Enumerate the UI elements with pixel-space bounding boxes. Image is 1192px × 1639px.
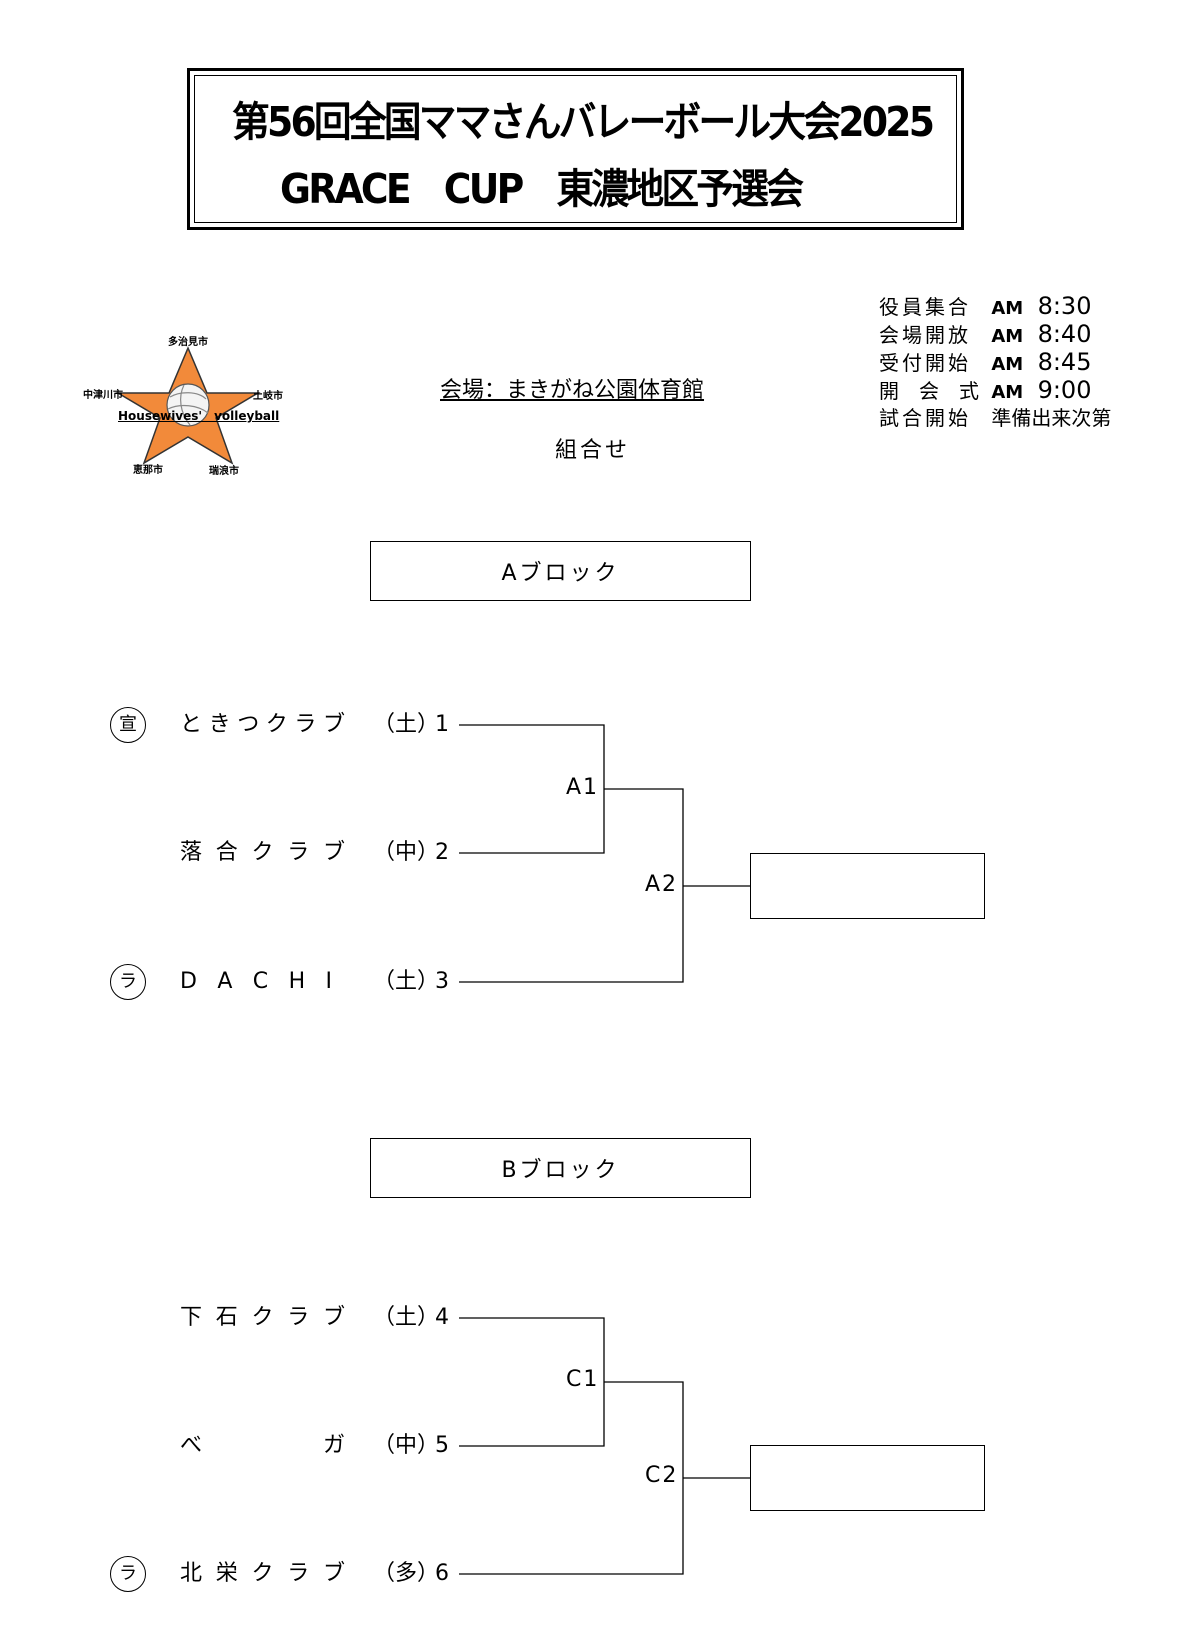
team-number: 3 — [435, 969, 449, 994]
team-name-char: D — [180, 969, 197, 994]
team-name-char: と — [180, 712, 203, 737]
title-line-1: 第56回全国ママさんバレーボール大会2025 — [232, 98, 935, 146]
schedule-am: AM — [991, 382, 1024, 403]
logo-city-bottom-right: 瑞浪市 — [209, 466, 239, 477]
team-name-char: 北 — [180, 1561, 203, 1586]
team-row: ラ D A C H I （土） 3 — [0, 964, 470, 1000]
logo-city-left: 中津川市 — [83, 390, 123, 401]
team-name-char: ブ — [322, 1305, 345, 1330]
team-name: 落 合 ク ラ ブ — [180, 835, 345, 871]
schedule-time: 8:40 — [1037, 320, 1092, 348]
team-name: D A C H I — [180, 964, 332, 1000]
block-b-winner-box — [750, 1445, 985, 1511]
schedule-row: 受付開始 AM 8:45 — [879, 348, 1091, 376]
team-name-char: き — [208, 712, 231, 737]
title-line-2: GRACE CUP 東濃地区予選会 — [280, 165, 804, 213]
team-number: 4 — [435, 1305, 449, 1330]
team-name-char: C — [252, 969, 269, 994]
team-mark: 宣 — [110, 707, 146, 743]
team-number: 1 — [435, 712, 449, 737]
block-b-header: Bブロック — [370, 1138, 751, 1198]
logo-city-right: 土岐市 — [253, 391, 283, 402]
schedule-row: 会場開放 AM 8:40 — [879, 320, 1091, 348]
team-name-char: ラ — [287, 1305, 310, 1330]
team-name-char: ブ — [322, 840, 345, 865]
team-name-char: I — [325, 969, 333, 994]
team-name-char: 落 — [180, 840, 203, 865]
star-logo-icon — [115, 346, 261, 465]
schedule-label: 試合開始 — [879, 406, 971, 430]
block-a-winner-box — [750, 853, 985, 919]
team-name-char: 下 — [180, 1305, 203, 1330]
team-name-char: ラ — [287, 1561, 310, 1586]
match-label: A1 — [566, 775, 600, 800]
schedule-am: AM — [991, 354, 1024, 375]
logo-city-top: 多治見市 — [168, 337, 208, 348]
team-name-char: ク — [265, 712, 288, 737]
match-label: C1 — [566, 1367, 600, 1392]
schedule-label: 役員集合 — [879, 295, 971, 319]
team-name: 北 栄 ク ラ ブ — [180, 1556, 345, 1592]
team-row: ラ 北 栄 ク ラ ブ （多） 6 — [0, 1556, 470, 1592]
schedule-time: 9:00 — [1037, 376, 1092, 404]
team-name-char: つ — [237, 712, 260, 737]
team-name-char: ク — [251, 1305, 274, 1330]
schedule-time: 8:30 — [1037, 292, 1092, 320]
schedule-am: AM — [991, 298, 1024, 319]
schedule-row: 役員集合 AM 8:30 — [879, 292, 1091, 320]
team-row: 落 合 ク ラ ブ （中） 2 — [0, 835, 470, 871]
schedule-time: 8:45 — [1037, 348, 1092, 376]
team-prefecture: （中） — [373, 840, 440, 865]
team-prefecture: （土） — [373, 712, 440, 737]
team-name-char: べ — [180, 1433, 203, 1458]
team-name-char: 石 — [215, 1305, 238, 1330]
schedule-label: 受付開始 — [879, 351, 971, 375]
schedule-time: 準備出来次第 — [991, 406, 1112, 430]
venue: 会場：まきがね公園体育館 — [440, 378, 705, 403]
team-name: 下 石 ク ラ ブ — [180, 1300, 345, 1336]
schedule-label: 開 会 式 — [879, 379, 979, 403]
team-row: べ ガ （中） 5 — [0, 1428, 470, 1464]
team-number: 5 — [435, 1433, 449, 1458]
team-name: と き つ ク ラ ブ — [180, 707, 345, 743]
schedule-label: 会場開放 — [879, 323, 971, 347]
schedule-am: AM — [991, 326, 1024, 347]
team-prefecture: （多） — [373, 1561, 440, 1586]
team-row: 宣 と き つ ク ラ ブ （土） 1 — [0, 707, 470, 743]
team-name-char: ク — [251, 840, 274, 865]
match-label: A2 — [645, 872, 679, 897]
logo-caption: Housewives' volleyball — [118, 409, 280, 423]
schedule-row: 試合開始 準備出来次第 — [879, 404, 1111, 432]
team-mark: ラ — [110, 1556, 146, 1592]
team-name-char: ブ — [322, 1561, 345, 1586]
pairing-label: 組合せ — [555, 438, 631, 463]
team-name-char: ラ — [287, 840, 310, 865]
team-name-char: ラ — [294, 712, 317, 737]
team-number: 2 — [435, 840, 449, 865]
schedule-row: 開 会 式 AM 9:00 — [879, 376, 1091, 404]
team-number: 6 — [435, 1561, 449, 1586]
logo-city-bottom-left: 恵那市 — [133, 465, 163, 476]
team-prefecture: （土） — [373, 969, 440, 994]
team-prefecture: （土） — [373, 1305, 440, 1330]
team-mark: ラ — [110, 964, 146, 1000]
match-label: C2 — [645, 1463, 679, 1488]
team-row: 下 石 ク ラ ブ （土） 4 — [0, 1300, 470, 1336]
title-frame-inner — [194, 75, 957, 223]
team-name: べ ガ — [180, 1428, 345, 1464]
team-name-char: A — [217, 969, 233, 994]
team-name-char: 合 — [215, 840, 238, 865]
team-name-char: H — [288, 969, 306, 994]
team-name-char: ブ — [322, 712, 345, 737]
team-prefecture: （中） — [373, 1433, 440, 1458]
team-name-char: ガ — [322, 1433, 345, 1458]
team-name-char: 栄 — [215, 1561, 238, 1586]
title-frame — [187, 68, 964, 230]
block-a-header: Aブロック — [370, 541, 751, 601]
team-name-char: ク — [251, 1561, 274, 1586]
